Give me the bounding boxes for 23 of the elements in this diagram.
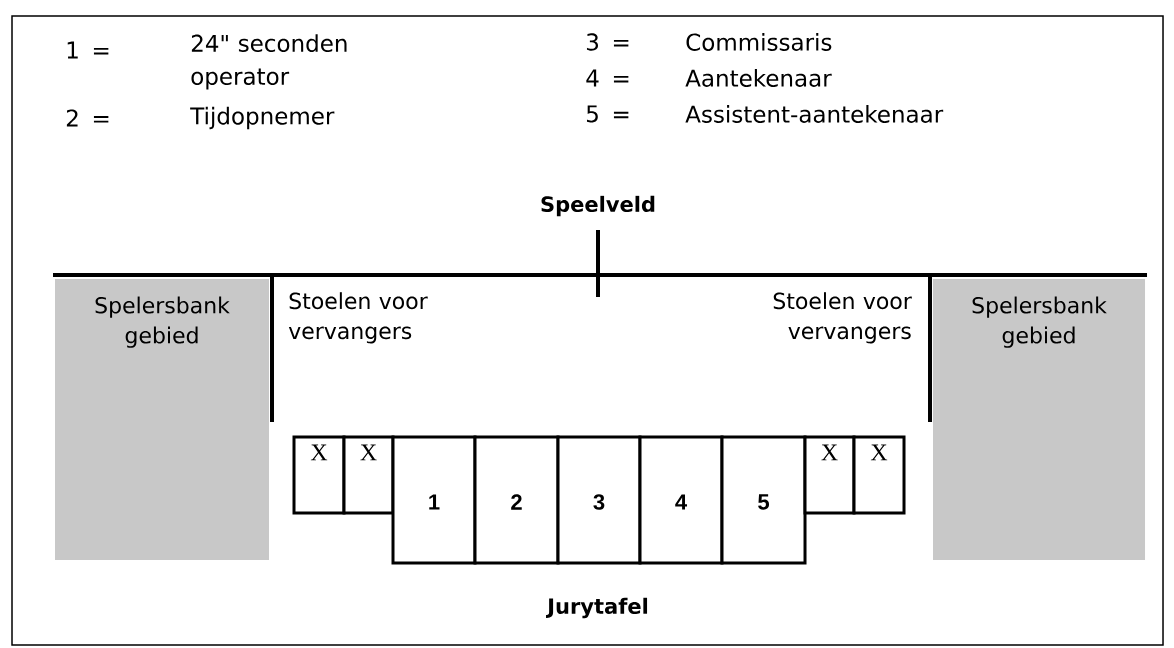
table-label: Jurytafel <box>546 597 648 619</box>
key-number: 5 = <box>587 105 629 123</box>
chair-box: X <box>852 435 906 515</box>
bench-area: Spelersbank gebied <box>933 279 1145 560</box>
key-number: 2 = <box>66 109 109 127</box>
chair-box: X <box>292 435 346 515</box>
key-text: Commissaris <box>686 33 832 51</box>
chair-box: X <box>342 435 395 515</box>
key-text: Assistent-aantekenaar <box>685 105 944 123</box>
area-label: Speelveld <box>541 195 655 217</box>
key-number: 3 = <box>586 33 629 51</box>
key-number: 1 = <box>67 41 109 59</box>
key-text: Tijdopnemer <box>190 106 335 130</box>
table-seat-box: 2 <box>473 435 560 565</box>
key-text: 24" seconden operator <box>191 34 347 90</box>
bench-area: Spelersbank gebied <box>55 279 269 560</box>
table-seat-box: 4 <box>638 435 724 565</box>
key-text: Aantekenaar <box>685 69 832 87</box>
table-seat-box: 3 <box>556 435 642 565</box>
area-label: Stoelen voor vervangers <box>288 292 428 344</box>
key-number: 4 = <box>586 69 629 87</box>
area-label: Stoelen voor vervangers <box>773 292 912 344</box>
chair-box: X <box>803 435 856 515</box>
